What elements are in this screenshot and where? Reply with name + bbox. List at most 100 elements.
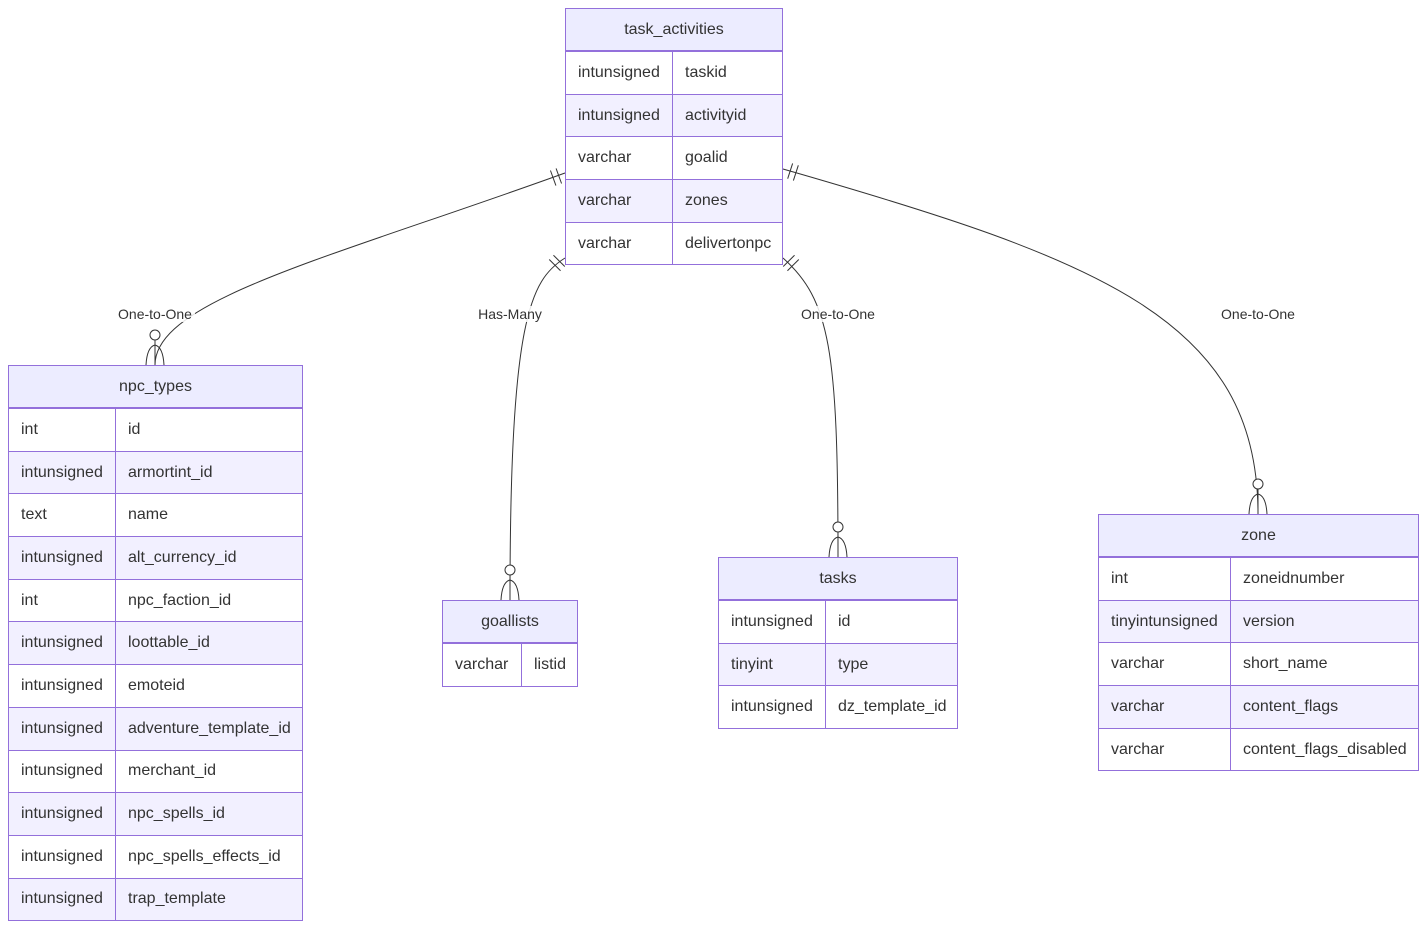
marker-bar bbox=[787, 259, 800, 272]
attribute-row: intunsigned armortint_id bbox=[9, 450, 302, 494]
attribute-row: varchar content_flags bbox=[1099, 685, 1418, 728]
marker-foot bbox=[145, 344, 156, 366]
attribute-name: zoneidnumber bbox=[1243, 569, 1345, 587]
attribute-type: tinyintunsigned bbox=[1099, 600, 1231, 643]
marker-foot bbox=[154, 344, 165, 366]
relationship-line bbox=[509, 257, 566, 601]
marker-bar bbox=[787, 163, 794, 179]
attribute-name: npc_faction_id bbox=[128, 591, 232, 609]
attribute-type: intunsigned bbox=[719, 601, 826, 643]
attribute-type: tinyint bbox=[719, 643, 826, 686]
entity-title: npc_types bbox=[9, 366, 302, 408]
attribute-name: armortint_id bbox=[128, 463, 213, 481]
attribute-name: dz_template_id bbox=[838, 698, 947, 716]
attribute-type: intunsigned bbox=[566, 52, 673, 94]
cardinality-many-marker bbox=[145, 329, 165, 366]
attribute-name: zones bbox=[685, 191, 728, 209]
attribute-type: int bbox=[9, 409, 116, 451]
marker-foot bbox=[828, 536, 839, 558]
relationship-line bbox=[782, 168, 1259, 515]
attribute-type: intunsigned bbox=[566, 94, 673, 137]
attribute-name: short_name bbox=[1243, 655, 1328, 673]
attribute-name: npc_spells_effects_id bbox=[128, 847, 281, 865]
marker-circle bbox=[504, 564, 516, 576]
attribute-type: varchar bbox=[1099, 728, 1231, 771]
attribute-name: version bbox=[1243, 612, 1295, 630]
attribute-name: merchant_id bbox=[128, 762, 217, 780]
attribute-type: intunsigned bbox=[9, 750, 116, 793]
attribute-name: delivertonpc bbox=[685, 234, 772, 252]
attribute-row: intunsigned dz_template_id bbox=[719, 685, 957, 729]
attribute-type: varchar bbox=[566, 137, 673, 180]
cardinality-one-marker bbox=[782, 254, 800, 272]
attribute-row: tinyintunsigned version bbox=[1099, 599, 1418, 643]
attribute-type: varchar bbox=[1099, 643, 1231, 686]
attribute-type: varchar bbox=[566, 180, 673, 222]
attribute-type: varchar bbox=[566, 222, 673, 265]
relationship-label: Has-Many bbox=[475, 306, 545, 322]
attribute-name: content_flags bbox=[1243, 697, 1339, 715]
marker-foot bbox=[837, 536, 848, 558]
attribute-row: varchar listid bbox=[443, 643, 577, 686]
attribute-type: intunsigned bbox=[9, 451, 116, 494]
attribute-type: int bbox=[9, 579, 116, 622]
entity-title: goallists bbox=[443, 601, 577, 643]
relationship-line bbox=[782, 257, 839, 558]
attribute-row: varchar goalid bbox=[566, 136, 782, 180]
marker-foot bbox=[1248, 493, 1259, 515]
attribute-row: intunsigned merchant_id bbox=[9, 749, 302, 793]
attribute-name: goalid bbox=[685, 149, 728, 167]
attribute-row: int npc_faction_id bbox=[9, 578, 302, 622]
cardinality-one-marker bbox=[787, 163, 799, 181]
attribute-row: intunsigned activityid bbox=[566, 93, 782, 137]
attribute-name: type bbox=[838, 655, 869, 673]
marker-circle bbox=[832, 521, 844, 533]
attribute-type: intunsigned bbox=[9, 878, 116, 921]
attribute-name: listid bbox=[534, 655, 567, 673]
marker-bar bbox=[782, 254, 795, 267]
relationship-label: One-to-One bbox=[1218, 306, 1298, 322]
marker-foot bbox=[509, 579, 520, 601]
attribute-type: int bbox=[1099, 558, 1231, 600]
marker-foot bbox=[1257, 493, 1268, 515]
marker-foot bbox=[500, 579, 511, 601]
attribute-row: varchar zones bbox=[566, 179, 782, 222]
attribute-row: tinyint type bbox=[719, 642, 957, 686]
attribute-name: adventure_template_id bbox=[128, 719, 291, 737]
relationship-line bbox=[154, 172, 566, 366]
marker-bar bbox=[792, 165, 799, 181]
attribute-name: loottable_id bbox=[128, 634, 210, 652]
marker-circle bbox=[149, 329, 161, 341]
marker-bar bbox=[549, 170, 557, 186]
marker-circle bbox=[1252, 478, 1264, 490]
cardinality-one-marker bbox=[548, 254, 566, 272]
attribute-name: activityid bbox=[685, 106, 747, 124]
relationship-label: One-to-One bbox=[798, 306, 878, 322]
attribute-row: int zoneidnumber bbox=[1099, 557, 1418, 600]
cardinality-many-marker bbox=[1248, 478, 1268, 515]
attribute-type: varchar bbox=[1099, 686, 1231, 728]
attribute-row: varchar short_name bbox=[1099, 642, 1418, 686]
attribute-name: trap_template bbox=[128, 890, 226, 908]
attribute-type: intunsigned bbox=[719, 686, 826, 729]
attribute-name: emoteid bbox=[128, 676, 185, 694]
attribute-name: alt_currency_id bbox=[128, 548, 237, 566]
attribute-type: varchar bbox=[443, 644, 522, 686]
marker-bar bbox=[555, 168, 563, 184]
